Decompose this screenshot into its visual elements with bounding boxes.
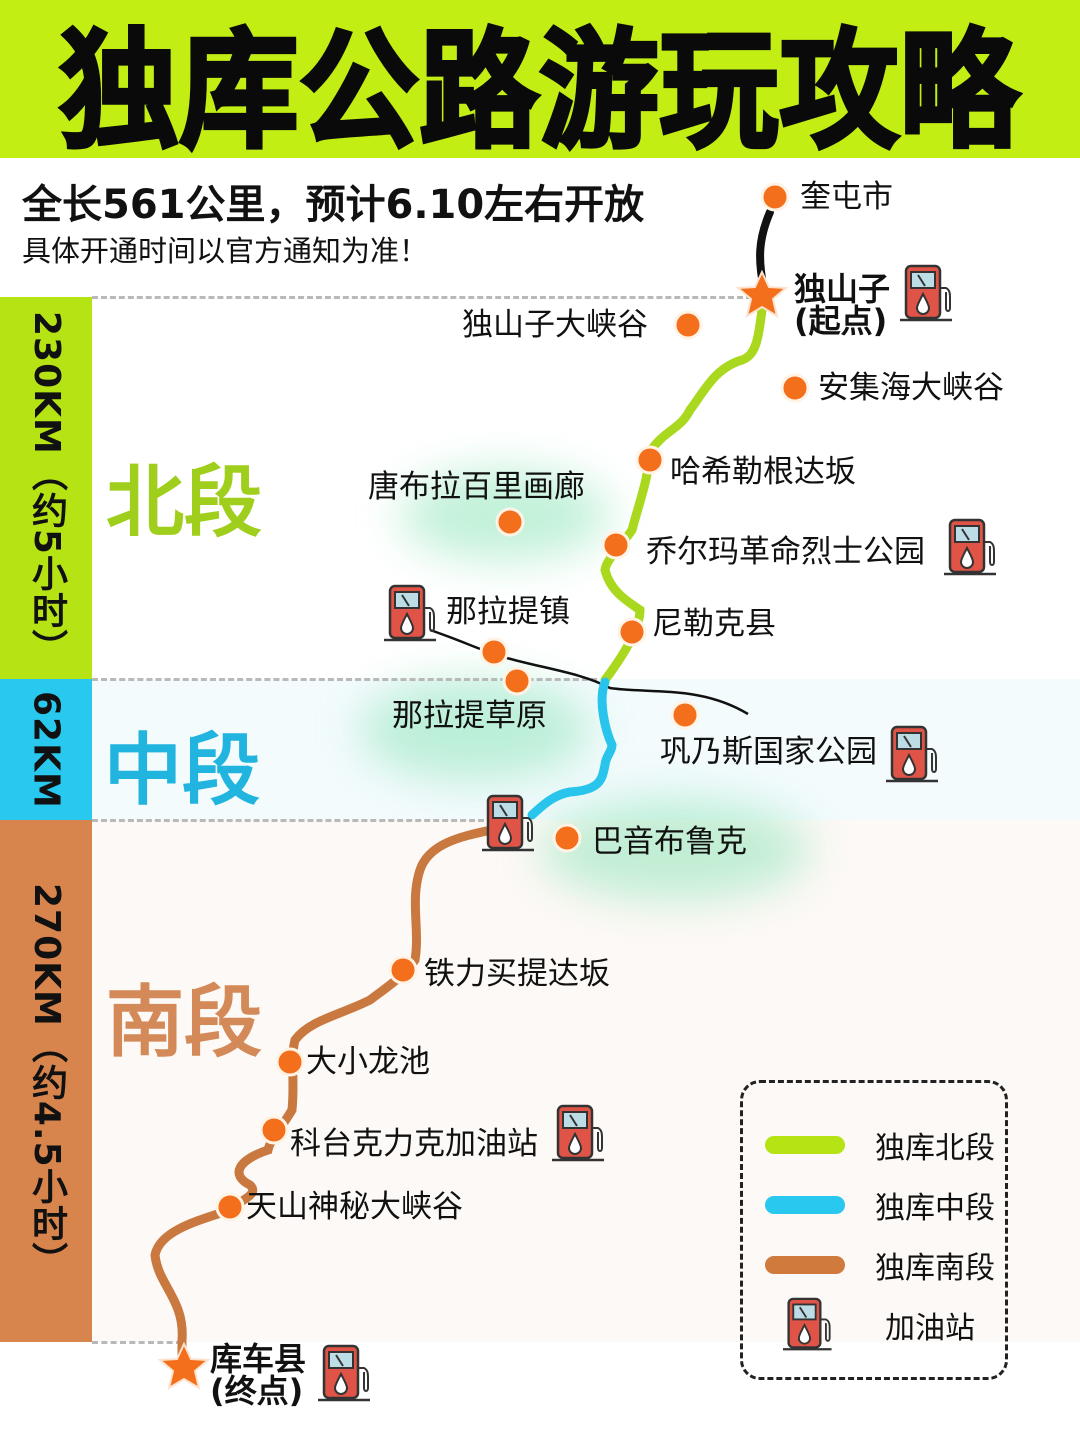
- dot-nalati-town: [479, 637, 509, 667]
- label-ketaike: 科台克力克加油站: [290, 1126, 538, 1162]
- north-line-swatch: [765, 1136, 845, 1154]
- title-banner: 独库公路游玩攻略: [0, 0, 1080, 167]
- label-tangbula: 唐布拉百里画廊: [368, 469, 585, 505]
- legend-item-mid: 独库中段: [765, 1183, 995, 1227]
- legend-label-south: 独库南段: [875, 1251, 995, 1286]
- gas-pump-icon: [552, 1104, 604, 1162]
- dot-daxiaolongchi: [275, 1047, 305, 1077]
- label-dushanzi-canyon: 独山子大峡谷: [462, 307, 648, 343]
- south-distance: 270KM（约4.5小时）: [26, 883, 67, 1279]
- north-distance: 230KM（约5小时）: [26, 310, 67, 666]
- map-legend: 独库北段 独库中段 独库南段 加油站: [740, 1080, 1008, 1380]
- label-tielimaiti: 铁力买提达坂: [424, 956, 610, 992]
- label-nalati-grassland: 那拉提草原: [392, 698, 547, 734]
- gas-pump-icon: [384, 584, 436, 642]
- dot-tianshan-canyon: [215, 1192, 245, 1222]
- legend-item-north: 独库北段: [765, 1123, 995, 1167]
- label-gongnaisi: 巩乃斯国家公园: [660, 734, 877, 770]
- divider-north-mid: [92, 678, 597, 681]
- end-star-icon: [157, 1341, 211, 1391]
- dot-kuitun: [760, 182, 790, 212]
- start-star-icon: [735, 269, 789, 319]
- label-tianshan-canyon: 天山神秘大峡谷: [246, 1189, 463, 1225]
- label-kuche-end: (终点): [210, 1372, 304, 1410]
- north-band: [92, 297, 1080, 679]
- mid-segment-label: 中段: [104, 726, 261, 816]
- dot-qiaoerma: [601, 530, 631, 560]
- sidebar-north: 230KM（约5小时）: [0, 297, 92, 679]
- label-nalati-town: 那拉提镇: [446, 594, 570, 630]
- nalati-road: [429, 628, 749, 716]
- dot-tielimaiti: [388, 955, 418, 985]
- gas-pump-icon: [900, 264, 952, 322]
- bayinbuluke-glow: [540, 800, 810, 900]
- south-route: [150, 823, 505, 1365]
- opening-note: 具体开通时间以官方通知为准！: [22, 234, 429, 268]
- legend-label-mid: 独库中段: [875, 1191, 995, 1226]
- label-kuche: 库车县: [210, 1340, 307, 1378]
- label-dushanzi-start: (起点): [794, 302, 888, 340]
- divider-south-bottom: [92, 1341, 182, 1344]
- sidebar-south: 270KM（约4.5小时）: [0, 820, 92, 1342]
- mid-distance: 62KM: [25, 690, 67, 809]
- dot-haxilegen: [635, 445, 665, 475]
- dot-dushanzi-canyon: [673, 310, 703, 340]
- legend-item-south: 独库南段: [765, 1243, 995, 1287]
- legend-label-north: 独库北段: [875, 1131, 995, 1166]
- gas-pump-icon: [944, 518, 996, 576]
- dot-bayinbuluke: [552, 823, 582, 853]
- label-dushanzi: 独山子: [794, 270, 891, 308]
- legend-label-gas: 加油站: [885, 1311, 975, 1346]
- gas-pump-icon: [318, 1344, 370, 1402]
- page-title: 独库公路游玩攻略: [58, 14, 1020, 167]
- gas-pump-icon: [886, 725, 938, 783]
- south-line-swatch: [765, 1256, 845, 1274]
- legend-item-gas: 加油站: [783, 1295, 975, 1355]
- dot-nileke: [617, 617, 647, 647]
- sidebar-mid: 62KM: [0, 679, 92, 820]
- label-haxilegen: 哈希勒根达坂: [670, 454, 856, 490]
- label-kuitun: 奎屯市: [800, 179, 893, 215]
- dot-tangbula: [495, 507, 525, 537]
- south-segment-label: 南段: [106, 978, 263, 1068]
- label-daxiaolongchi: 大小龙池: [306, 1044, 430, 1080]
- mid-line-swatch: [765, 1196, 845, 1214]
- dot-nalati-grassland: [502, 666, 532, 696]
- label-nileke: 尼勒克县: [652, 606, 776, 642]
- dot-anjihai: [780, 373, 810, 403]
- divider-north-top: [92, 296, 752, 299]
- mid-route: [527, 677, 617, 820]
- dot-gongnaisi: [670, 700, 700, 730]
- gas-pump-icon: [482, 794, 534, 852]
- label-qiaoerma: 乔尔玛革命烈士公园: [646, 534, 925, 570]
- divider-mid-south: [92, 819, 502, 822]
- north-segment-label: 北段: [106, 458, 263, 548]
- route-summary: 全长561公里，预计6.10左右开放: [22, 182, 645, 228]
- label-bayinbuluke: 巴音布鲁克: [592, 824, 747, 860]
- gas-pump-icon: [783, 1297, 832, 1351]
- label-anjihai: 安集海大峡谷: [818, 370, 1004, 406]
- north-route: [600, 305, 767, 685]
- nalati-glow: [360, 680, 590, 780]
- dot-ketaike: [259, 1115, 289, 1145]
